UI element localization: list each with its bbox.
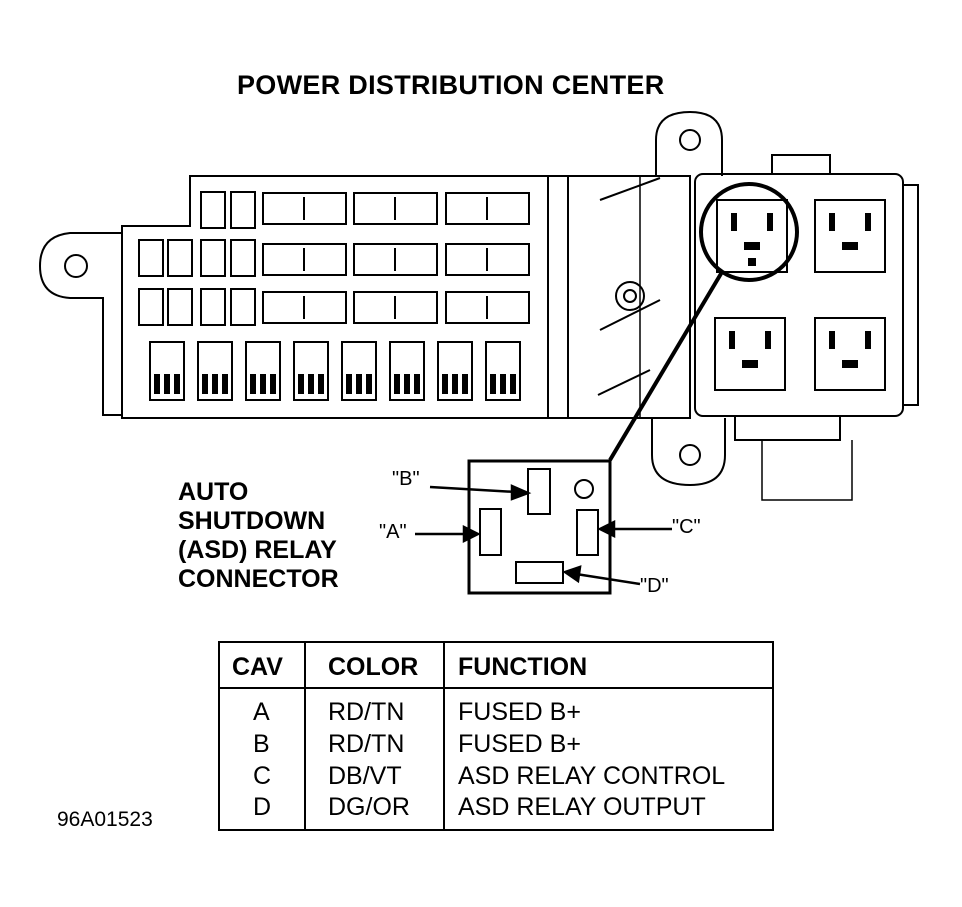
pin-label-b: "B" [392, 468, 420, 490]
keying-hole [574, 479, 594, 499]
fuse-housing-left [121, 175, 691, 419]
row-b-cav: B [253, 730, 270, 758]
row-a-color: RD/TN [328, 698, 405, 726]
mounting-tab-top [655, 110, 723, 176]
figure-id: 96A01523 [57, 808, 153, 831]
diagram-title: POWER DISTRIBUTION CENTER [237, 70, 665, 100]
row-b-color: RD/TN [328, 730, 405, 758]
mounting-hole-top [679, 129, 701, 151]
mounting-hole-bottom [679, 444, 701, 466]
pin-table: CAV COLOR FUNCTION A RD/TN FUSED B+ B RD… [218, 641, 774, 831]
row-d-cav: D [253, 793, 272, 821]
mounting-tab-bottom [651, 418, 726, 487]
row-d-function: ASD RELAY OUTPUT [458, 793, 706, 821]
table-rules [220, 643, 772, 829]
pin-label-d: "D" [640, 575, 669, 597]
relay-housing-right [694, 173, 904, 417]
cavity-b [527, 468, 551, 515]
asd-relay-callout [699, 182, 799, 282]
header-function: FUNCTION [458, 653, 588, 681]
asd-relay-socket [716, 199, 788, 273]
connector-label-line-1: AUTO [178, 478, 249, 506]
header-color: COLOR [328, 653, 419, 681]
row-c-cav: C [253, 762, 272, 790]
row-c-function: ASD RELAY CONTROL [458, 762, 726, 790]
header-cav: CAV [232, 653, 283, 681]
row-b-function: FUSED B+ [458, 730, 581, 758]
center-bolt [615, 281, 645, 311]
cavity-c [576, 509, 599, 556]
connector-label-line-2: SHUTDOWN [178, 507, 326, 535]
mounting-hole-left [64, 254, 88, 278]
cavity-a [479, 508, 502, 556]
connector-label-line-4: CONNECTOR [178, 565, 339, 593]
pin-label-c: "C" [672, 516, 701, 538]
row-a-cav: A [253, 698, 270, 726]
row-d-color: DG/OR [328, 793, 410, 821]
row-a-function: FUSED B+ [458, 698, 581, 726]
cavity-d [515, 561, 564, 584]
mounting-ear-left [38, 232, 122, 416]
row-c-color: DB/VT [328, 762, 402, 790]
pin-label-a: "A" [379, 521, 407, 543]
connector-label-line-3: (ASD) RELAY [178, 536, 337, 564]
